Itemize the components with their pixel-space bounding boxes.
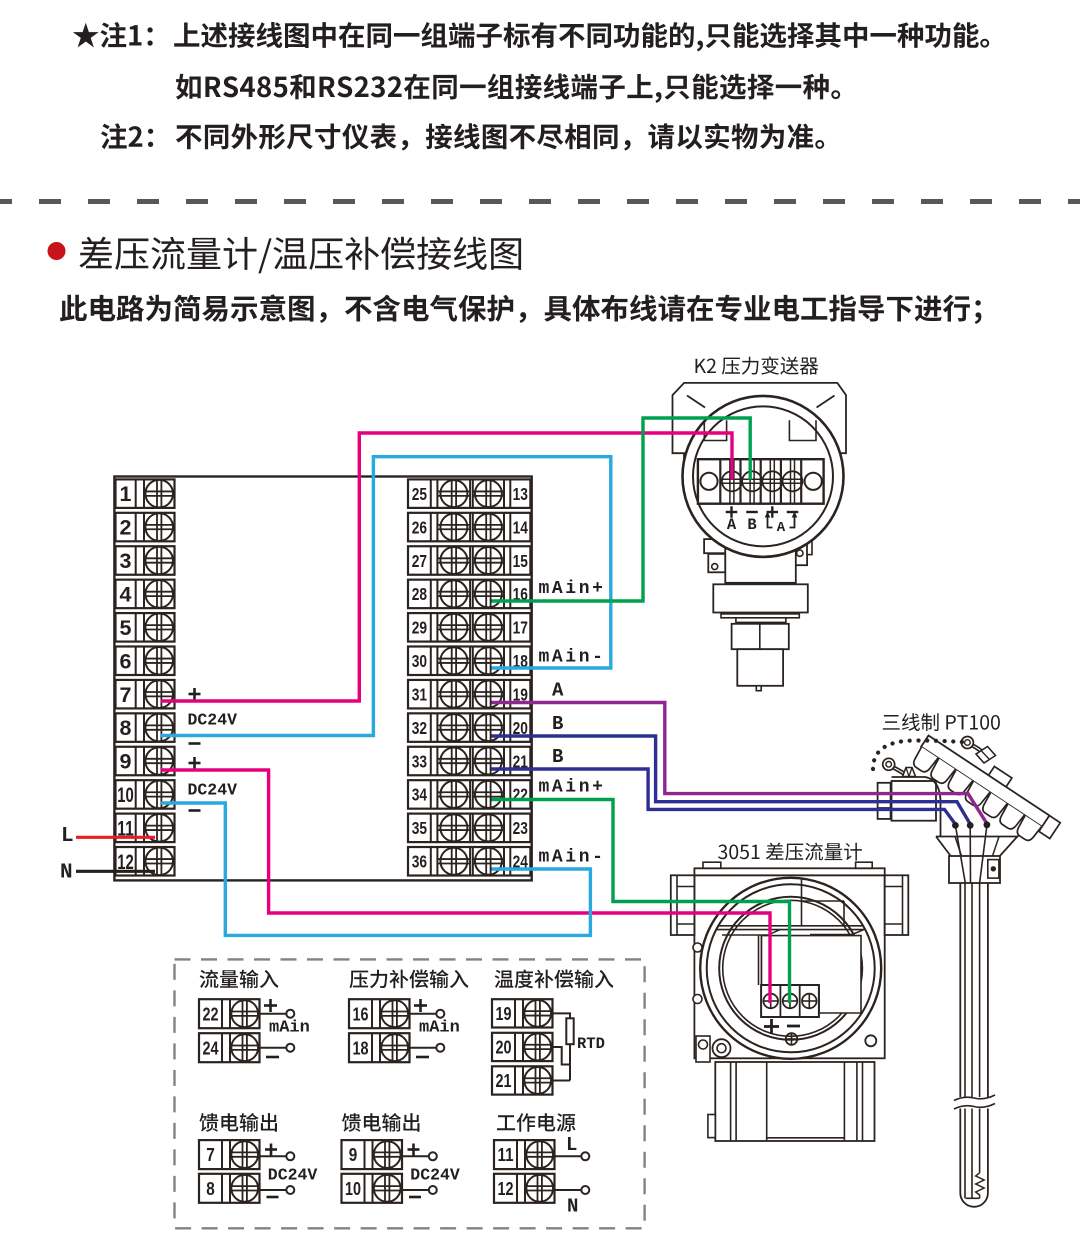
svg-text:12: 12 [117, 850, 134, 874]
svg-text:N: N [60, 862, 73, 885]
svg-text:18: 18 [353, 1037, 369, 1058]
svg-text:A: A [727, 516, 737, 534]
svg-text:23: 23 [513, 818, 528, 838]
svg-text:7: 7 [206, 1144, 215, 1165]
svg-text:12: 12 [498, 1178, 514, 1199]
svg-text:19: 19 [513, 685, 528, 705]
svg-text:7: 7 [120, 683, 132, 707]
svg-text:11: 11 [498, 1144, 514, 1165]
svg-text:22: 22 [203, 1003, 219, 1024]
svg-text:10: 10 [117, 783, 134, 807]
svg-text:29: 29 [412, 618, 427, 638]
svg-text:10: 10 [345, 1178, 361, 1199]
svg-text:18: 18 [513, 651, 528, 671]
svg-text:L: L [61, 825, 74, 848]
svg-text:26: 26 [412, 517, 427, 537]
svg-text:8: 8 [120, 716, 132, 740]
svg-text:2: 2 [120, 516, 132, 540]
svg-text:36: 36 [412, 852, 427, 872]
svg-text:22: 22 [513, 785, 528, 805]
svg-text:B: B [552, 713, 563, 735]
svg-text:1: 1 [120, 482, 132, 506]
svg-text:DC24V: DC24V [188, 781, 238, 800]
svg-text:21: 21 [496, 1070, 512, 1091]
svg-text:8: 8 [206, 1178, 215, 1199]
svg-text:33: 33 [412, 751, 427, 771]
svg-text:11: 11 [117, 817, 134, 841]
svg-text:13: 13 [513, 484, 528, 504]
svg-text:A: A [552, 680, 564, 702]
svg-text:9: 9 [349, 1144, 358, 1165]
svg-text:24: 24 [513, 852, 528, 872]
svg-text:27: 27 [412, 551, 427, 571]
svg-text:30: 30 [412, 651, 427, 671]
svg-text:DC24V: DC24V [268, 1166, 318, 1185]
svg-text:mAin-: mAin- [539, 648, 606, 668]
svg-text:6: 6 [120, 649, 132, 673]
svg-text:B: B [747, 516, 756, 534]
svg-text:3: 3 [120, 549, 132, 573]
svg-text:34: 34 [412, 785, 427, 805]
svg-text:15: 15 [513, 551, 528, 571]
svg-text:17: 17 [513, 618, 528, 638]
svg-text:25: 25 [412, 484, 427, 504]
svg-text:16: 16 [353, 1003, 369, 1024]
svg-text:A: A [777, 520, 786, 536]
svg-text:19: 19 [496, 1003, 512, 1024]
svg-text:28: 28 [412, 584, 427, 604]
svg-text:9: 9 [120, 750, 132, 774]
svg-text:20: 20 [496, 1037, 512, 1058]
svg-text:24: 24 [203, 1037, 220, 1058]
svg-text:RTD: RTD [577, 1035, 605, 1053]
svg-text:mAin: mAin [269, 1019, 310, 1038]
svg-text:mAin-: mAin- [539, 848, 606, 868]
svg-text:DC24V: DC24V [188, 710, 238, 729]
svg-text:mAin+: mAin+ [539, 778, 606, 798]
svg-text:mAin: mAin [419, 1019, 460, 1038]
svg-text:20: 20 [513, 718, 528, 738]
svg-text:32: 32 [412, 718, 427, 738]
svg-text:4: 4 [120, 583, 132, 607]
svg-text:B: B [552, 746, 563, 768]
svg-text:mAin+: mAin+ [539, 579, 606, 599]
svg-text:35: 35 [412, 818, 427, 838]
svg-text:31: 31 [412, 685, 427, 705]
svg-text:DC24V: DC24V [410, 1166, 460, 1185]
svg-text:16: 16 [513, 584, 528, 604]
svg-text:21: 21 [513, 751, 528, 771]
svg-text:N: N [567, 1196, 578, 1218]
svg-text:5: 5 [120, 616, 132, 640]
svg-text:L: L [566, 1134, 577, 1156]
svg-text:14: 14 [513, 517, 528, 537]
